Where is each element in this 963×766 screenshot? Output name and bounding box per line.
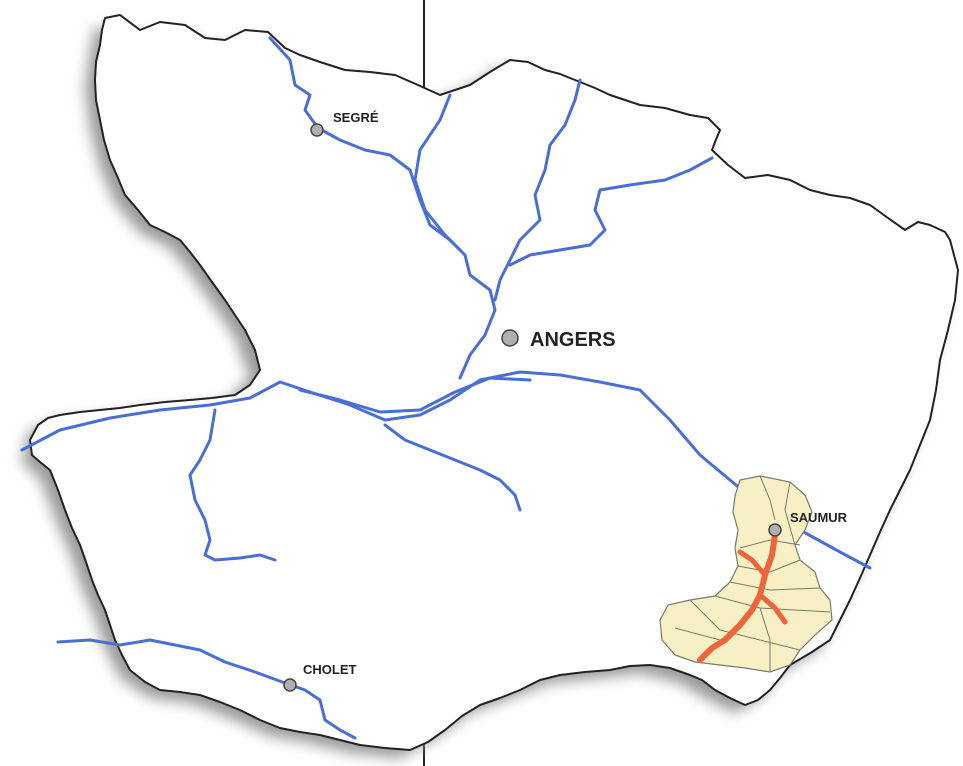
- river-loir: [493, 78, 582, 302]
- highlight-zone: [659, 475, 833, 673]
- city-marker-angers: [501, 329, 519, 347]
- city-label-segre: SEGRÉ: [333, 110, 379, 125]
- city-cholet: CHOLET: [283, 662, 357, 692]
- highlight-zone-subdivisions: [674, 475, 831, 672]
- river-loir-east: [508, 156, 714, 267]
- river-layon: [383, 423, 522, 512]
- city-label-cholet: CHOLET: [303, 662, 357, 677]
- river-loire: [20, 370, 872, 570]
- highlight-river: [697, 532, 778, 663]
- river-mayenne: [268, 36, 497, 380]
- city-label-saumur: SAUMUR: [790, 510, 848, 525]
- rivers: [20, 36, 872, 740]
- city-saumur: SAUMUR: [768, 510, 848, 537]
- city-angers: ANGERS: [501, 329, 616, 351]
- river-sarthe: [413, 93, 462, 252]
- river-aubance: [188, 408, 277, 562]
- city-marker-cholet: [283, 678, 297, 692]
- highlight-river-branch: [737, 549, 788, 625]
- city-segre: SEGRÉ: [310, 110, 379, 137]
- river-loire-branch: [298, 376, 532, 414]
- department-outline: [29, 14, 959, 751]
- city-marker-segre: [310, 123, 324, 137]
- city-label-angers: ANGERS: [530, 329, 616, 351]
- river-sevre: [56, 638, 357, 740]
- city-marker-saumur: [768, 523, 782, 537]
